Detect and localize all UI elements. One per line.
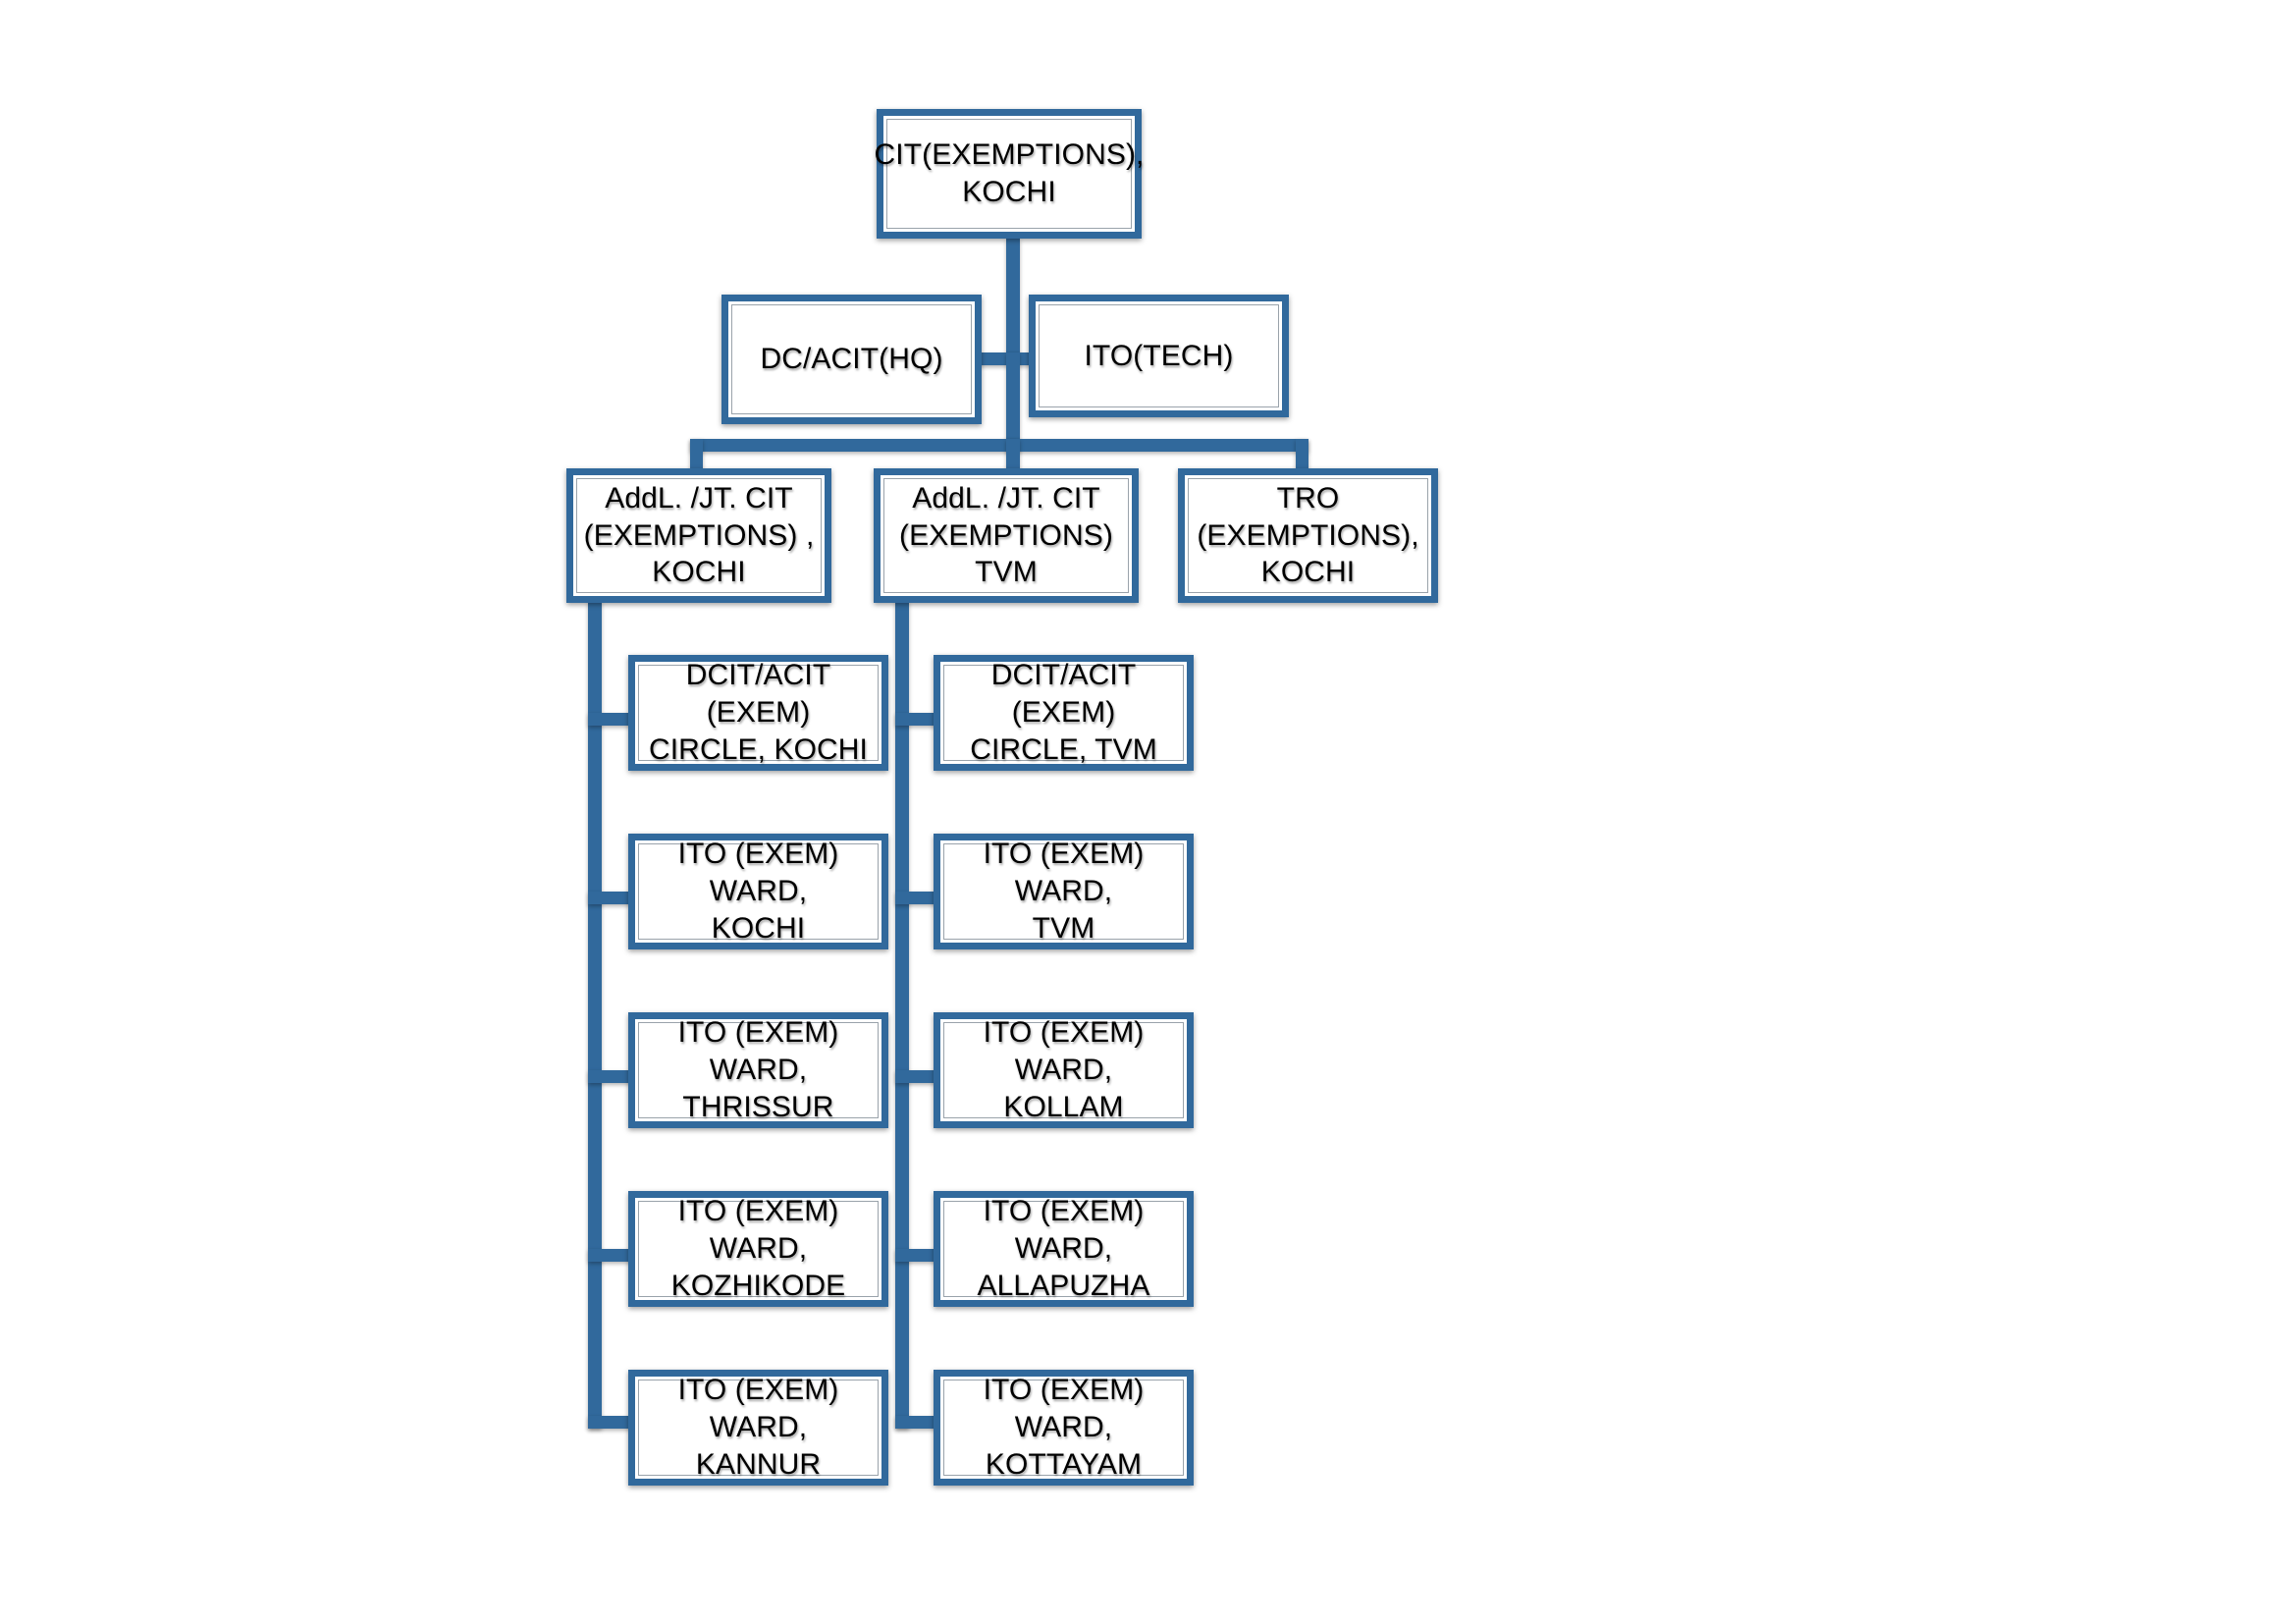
connector-level3-bus	[690, 439, 1308, 452]
node-label: ITO (EXEM) WARD, KOTTAYAM	[983, 1374, 1145, 1481]
node-label: ITO (EXEM) WARD, ALLAPUZHA	[977, 1195, 1150, 1302]
connector-left-elbow-1	[588, 713, 639, 726]
connector-right-elbow-4	[895, 1249, 944, 1262]
connector-left-elbow-3	[588, 1070, 639, 1083]
node-label: AddL. /JT. CIT (EXEMPTIONS) , KOCHI	[583, 481, 815, 589]
node-right-dcit-acit-circle-tvm[interactable]: DCIT/ACIT (EXEM) CIRCLE, TVM	[934, 655, 1194, 771]
connector-root-stem	[1006, 239, 1020, 358]
node-label: ITO (EXEM) WARD, KANNUR	[677, 1374, 839, 1481]
connector-root-trunk-lower	[1006, 352, 1020, 451]
node-label: ITO (EXEM) WARD, TVM	[983, 838, 1145, 945]
node-dc-acit-hq[interactable]: DC/ACIT(HQ)	[721, 295, 982, 424]
node-left-ito-ward-thrissur[interactable]: ITO (EXEM) WARD, THRISSUR	[628, 1012, 888, 1128]
connector-left-trunk	[588, 601, 602, 1429]
connector-drop-addl-kochi	[690, 439, 703, 470]
connector-drop-tro-kochi	[1296, 439, 1308, 470]
node-label: ITO (EXEM) WARD, KOLLAM	[983, 1016, 1145, 1123]
node-label: DC/ACIT(HQ)	[760, 343, 943, 376]
node-left-ito-ward-kozhikode[interactable]: ITO (EXEM) WARD, KOZHIKODE	[628, 1191, 888, 1307]
node-right-ito-ward-allapuzha[interactable]: ITO (EXEM) WARD, ALLAPUZHA	[934, 1191, 1194, 1307]
node-left-ito-ward-kochi[interactable]: ITO (EXEM) WARD, KOCHI	[628, 834, 888, 949]
node-tro-exemptions-kochi[interactable]: TRO (EXEMPTIONS), KOCHI	[1178, 468, 1438, 603]
node-label: DCIT/ACIT (EXEM) CIRCLE, KOCHI	[648, 659, 868, 766]
node-cit-exemptions-kochi[interactable]: CIT(EXEMPTIONS), KOCHI	[875, 109, 1144, 239]
node-label: TRO (EXEMPTIONS), KOCHI	[1197, 481, 1419, 589]
connector-left-elbow-4	[588, 1249, 639, 1262]
node-label: ITO(TECH)	[1084, 339, 1234, 372]
node-left-ito-ward-kannur[interactable]: ITO (EXEM) WARD, KANNUR	[628, 1370, 888, 1486]
node-ito-tech[interactable]: ITO(TECH)	[1029, 295, 1289, 417]
connector-left-elbow-5	[588, 1416, 639, 1429]
node-left-dcit-acit-circle-kochi[interactable]: DCIT/ACIT (EXEM) CIRCLE, KOCHI	[628, 655, 888, 771]
node-label: DCIT/ACIT (EXEM) CIRCLE, TVM	[970, 659, 1157, 766]
node-addl-jt-cit-kochi[interactable]: AddL. /JT. CIT (EXEMPTIONS) , KOCHI	[566, 468, 831, 603]
connector-right-elbow-1	[895, 713, 944, 726]
node-right-ito-ward-tvm[interactable]: ITO (EXEM) WARD, TVM	[934, 834, 1194, 949]
connector-right-elbow-3	[895, 1070, 944, 1083]
connector-left-elbow-2	[588, 892, 639, 904]
node-label: ITO (EXEM) WARD, KOZHIKODE	[670, 1195, 846, 1302]
connector-right-trunk	[895, 601, 909, 1429]
node-label: ITO (EXEM) WARD, KOCHI	[677, 838, 839, 945]
connector-right-elbow-2	[895, 892, 944, 904]
node-right-ito-ward-kottayam[interactable]: ITO (EXEM) WARD, KOTTAYAM	[934, 1370, 1194, 1486]
node-label: ITO (EXEM) WARD, THRISSUR	[677, 1016, 839, 1123]
node-addl-jt-cit-tvm[interactable]: AddL. /JT. CIT (EXEMPTIONS) TVM	[874, 468, 1139, 603]
connector-drop-addl-tvm	[1006, 439, 1020, 470]
node-label: AddL. /JT. CIT (EXEMPTIONS) TVM	[899, 481, 1113, 589]
node-right-ito-ward-kollam[interactable]: ITO (EXEM) WARD, KOLLAM	[934, 1012, 1194, 1128]
connector-right-elbow-5	[895, 1416, 944, 1429]
node-label: CIT(EXEMPTIONS), KOCHI	[874, 138, 1145, 208]
